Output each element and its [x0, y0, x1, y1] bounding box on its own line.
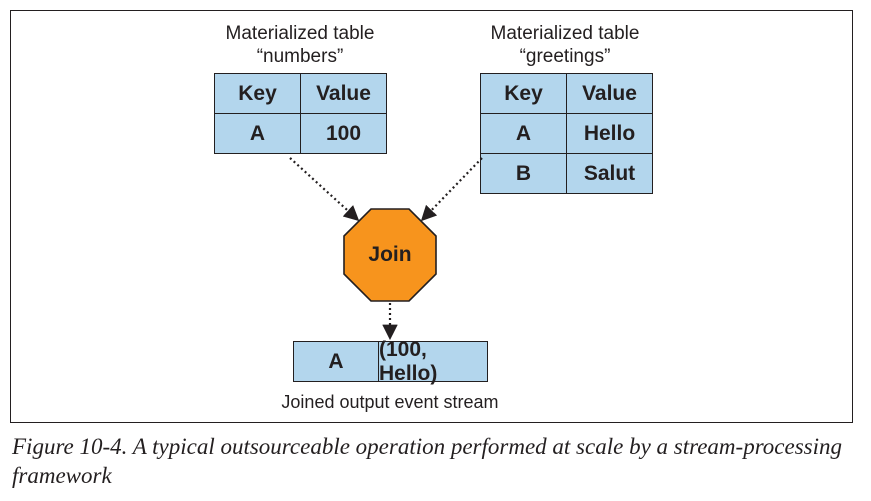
greetings-row1-value: Hello — [566, 113, 653, 154]
numbers-table-header-row: Key Value — [214, 73, 387, 114]
greetings-table-title-line1: Materialized table — [490, 23, 640, 44]
numbers-table: Key Value A 100 — [214, 73, 387, 154]
numbers-table-title-line1: Materialized table — [225, 23, 375, 44]
output-key: A — [294, 342, 379, 381]
numbers-row1-value: 100 — [300, 113, 387, 154]
output-value: (100, Hello) — [379, 337, 438, 385]
numbers-row1-key: A — [214, 113, 301, 154]
numbers-table-title-line2: “numbers” — [256, 46, 344, 67]
join-octagon — [343, 208, 437, 302]
numbers-key-header: Key — [214, 73, 301, 114]
greetings-row2-value: Salut — [566, 153, 653, 194]
greetings-row2-key: B — [480, 153, 567, 194]
greetings-table-row: A Hello — [480, 113, 653, 154]
greetings-table-row: B Salut — [480, 153, 653, 194]
numbers-value-header: Value — [300, 73, 387, 114]
greetings-to-join-arrow — [420, 157, 483, 222]
numbers-table-title: Materialized table “numbers” — [200, 22, 400, 68]
figure-caption: Figure 10-4. A typical outsourceable ope… — [12, 434, 842, 488]
numbers-to-join-arrow — [289, 157, 360, 222]
greetings-table-title: Materialized table “greetings” — [465, 22, 665, 68]
greetings-table-title-line2: “greetings” — [519, 46, 611, 67]
figure-frame — [10, 10, 853, 423]
numbers-table-row: A 100 — [214, 113, 387, 154]
output-stream-label: Joined output event stream — [281, 392, 499, 412]
greetings-table: Key Value A Hello B Salut — [480, 73, 653, 194]
join-label: Join — [368, 243, 411, 266]
output-event-record: A (100, Hello) — [293, 337, 488, 385]
